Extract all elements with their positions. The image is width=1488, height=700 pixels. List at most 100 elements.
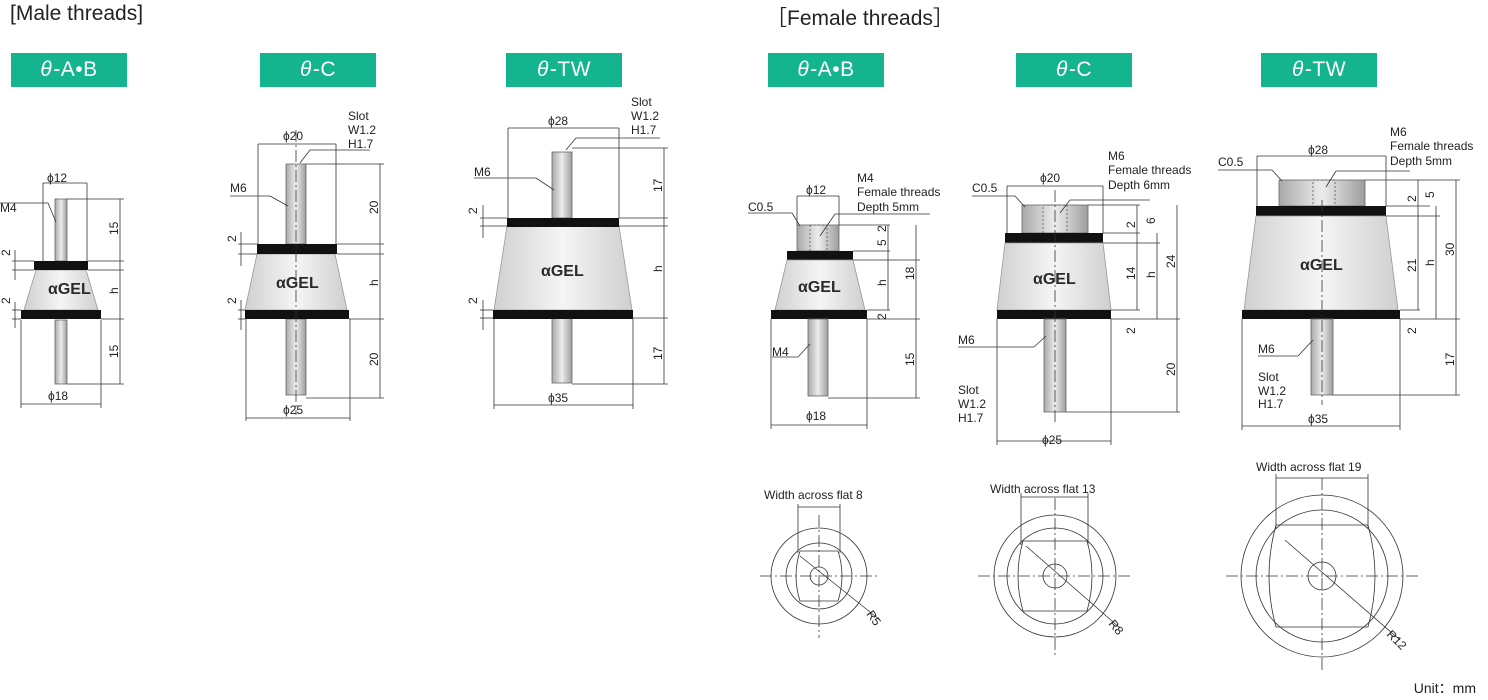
top-view-tw: [1226, 474, 1418, 672]
label-male-c-h: h: [367, 279, 381, 286]
label-female-c-24: 24: [1164, 254, 1178, 268]
label-male-tw-m6: M6: [474, 165, 491, 179]
label-male-tw-phi28: ϕ28: [548, 114, 568, 128]
label-female-tw-depth: Depth 5mm: [1390, 154, 1452, 168]
label-female-tw-h17: H1.7: [1258, 397, 1284, 411]
label-male-c-2a: 2: [225, 235, 239, 242]
gel-label-female-tw: αGEL: [1300, 257, 1343, 274]
female-c-drawing: [958, 185, 1180, 445]
label-female-c-h17: H1.7: [958, 411, 984, 425]
label-female-ab-phi12: ϕ12: [806, 183, 826, 197]
label-male-tw-h: h: [651, 265, 665, 272]
top-view-ab: [760, 504, 881, 638]
label-female-c-6: 6: [1144, 217, 1158, 224]
label-female-ab-2: 2: [875, 313, 889, 320]
section-title-male: [Male threads]: [10, 2, 144, 25]
label-female-ab-2top: 2: [875, 225, 889, 232]
label-female-ab-18: 18: [903, 266, 917, 280]
label-male-tw-phi35: ϕ35: [548, 391, 568, 405]
label-female-tw-m6: M6: [1390, 125, 1407, 139]
label-female-tw-21: 21: [1405, 258, 1419, 272]
label-female-c-14: 14: [1124, 266, 1138, 280]
label-male-tw-2b: 2: [466, 297, 480, 304]
label-male-c-h17: H1.7: [348, 137, 374, 151]
label-female-ab-female-threads: Female threads: [857, 185, 940, 199]
label-male-ab-phi18: ϕ18: [48, 389, 68, 403]
badge-female-c: θ-C: [1016, 53, 1132, 87]
label-female-ab-phi18: ϕ18: [806, 409, 826, 423]
label-female-c-phi25: ϕ25: [1042, 433, 1062, 447]
label-female-c-depth: Depth 6mm: [1108, 178, 1170, 192]
label-female-ab-m4: M4: [857, 171, 874, 185]
label-r5: R5: [864, 608, 884, 629]
label-female-c-slot: Slot: [958, 383, 979, 397]
label-r12: R12: [1384, 627, 1410, 653]
label-male-c-m6: M6: [230, 181, 247, 195]
label-female-c-female-threads: Female threads: [1108, 163, 1191, 177]
badge-female-ab: θ-A•B: [768, 53, 884, 87]
label-male-ab-15a: 15: [107, 221, 121, 235]
label-male-ab-2a: 2: [0, 249, 13, 256]
label-female-c-h: h: [1144, 271, 1158, 278]
unit-label: Unit：mm: [1413, 680, 1476, 696]
label-female-tw-2b: 2: [1405, 327, 1419, 334]
top-view-c: [978, 493, 1133, 655]
label-female-tw-phi28: ϕ28: [1308, 143, 1328, 157]
label-male-tw-17a: 17: [651, 178, 665, 192]
male-ab-drawing: [0, 182, 124, 408]
label-male-ab-m4: M4: [0, 201, 17, 215]
label-male-tw-17b: 17: [651, 346, 665, 360]
label-male-tw-slot: Slot: [631, 95, 652, 109]
label-female-tw-female-threads: Female threads: [1390, 139, 1473, 153]
label-female-ab-m4-bottom: M4: [772, 345, 789, 359]
label-male-c-20b: 20: [367, 352, 381, 366]
label-waf19: Width across flat 19: [1256, 460, 1362, 474]
gel-label-male-tw: αGEL: [541, 263, 584, 280]
gel-label-female-ab: αGEL: [798, 279, 841, 296]
label-male-c-phi20: ϕ20: [283, 129, 303, 143]
label-female-ab-h: h: [875, 279, 889, 286]
label-female-tw-m6-bottom: M6: [1258, 342, 1275, 356]
label-female-tw-17: 17: [1443, 352, 1457, 366]
label-female-tw-phi35: ϕ35: [1308, 412, 1328, 426]
female-tw-drawing: [1218, 155, 1460, 430]
section-title-female: ［Female threads］: [766, 7, 954, 30]
label-male-c-20a: 20: [367, 200, 381, 214]
label-waf8: Width across flat 8: [764, 488, 863, 502]
male-c-drawing: [230, 130, 384, 421]
female-ab-drawing: [748, 195, 930, 429]
label-female-ab-15: 15: [903, 352, 917, 366]
label-female-ab-5: 5: [875, 239, 889, 246]
label-female-tw-c05: C0.5: [1218, 155, 1244, 169]
label-female-c-m6: M6: [1108, 149, 1125, 163]
label-male-c-slot: Slot: [348, 109, 369, 123]
label-waf13: Width across flat 13: [990, 482, 1096, 496]
label-female-c-20: 20: [1164, 362, 1178, 376]
label-female-c-phi20: ϕ20: [1040, 171, 1060, 185]
label-male-tw-2a: 2: [466, 207, 480, 214]
label-male-c-phi25: ϕ25: [283, 403, 303, 417]
label-male-ab-phi12: ϕ12: [47, 171, 67, 185]
label-female-tw-slot: Slot: [1258, 370, 1279, 384]
label-female-ab-depth: Depth 5mm: [857, 200, 919, 214]
label-male-tw-w12: W1.2: [631, 109, 659, 123]
label-female-tw-30: 30: [1443, 242, 1457, 256]
badge-female-tw: θ-TW: [1261, 53, 1377, 87]
label-male-ab-2b: 2: [0, 297, 13, 304]
badge-male-c: θ-C: [260, 53, 376, 87]
gel-label-male-c: αGEL: [276, 275, 319, 292]
label-female-c-w12: W1.2: [958, 397, 986, 411]
label-female-ab-c05: C0.5: [748, 200, 774, 214]
gel-label-female-c: αGEL: [1033, 271, 1076, 288]
label-male-c-2b: 2: [225, 297, 239, 304]
label-female-tw-5: 5: [1423, 191, 1437, 198]
label-male-c-w12: W1.2: [348, 123, 376, 137]
label-female-tw-w12: W1.2: [1258, 384, 1286, 398]
label-female-c-m6-bottom: M6: [958, 333, 975, 347]
label-female-c-c05: C0.5: [972, 181, 998, 195]
label-r8: R8: [1106, 617, 1127, 638]
label-female-c-2b: 2: [1124, 327, 1138, 334]
gel-label-male-ab: αGEL: [48, 281, 91, 298]
label-female-tw-h: h: [1423, 259, 1437, 266]
